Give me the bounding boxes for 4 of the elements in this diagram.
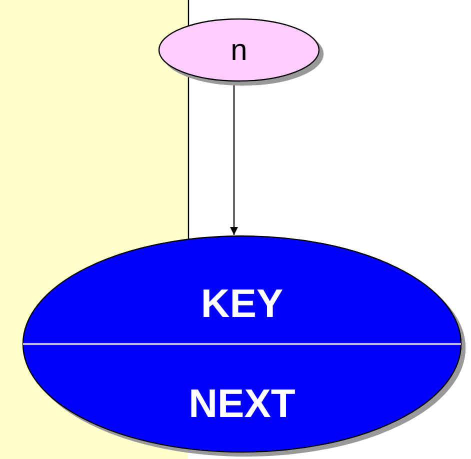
node-label: KEY (200, 281, 284, 327)
node-label: n (230, 34, 248, 68)
arrow (230, 82, 238, 235)
node-label: NEXT (188, 381, 296, 427)
